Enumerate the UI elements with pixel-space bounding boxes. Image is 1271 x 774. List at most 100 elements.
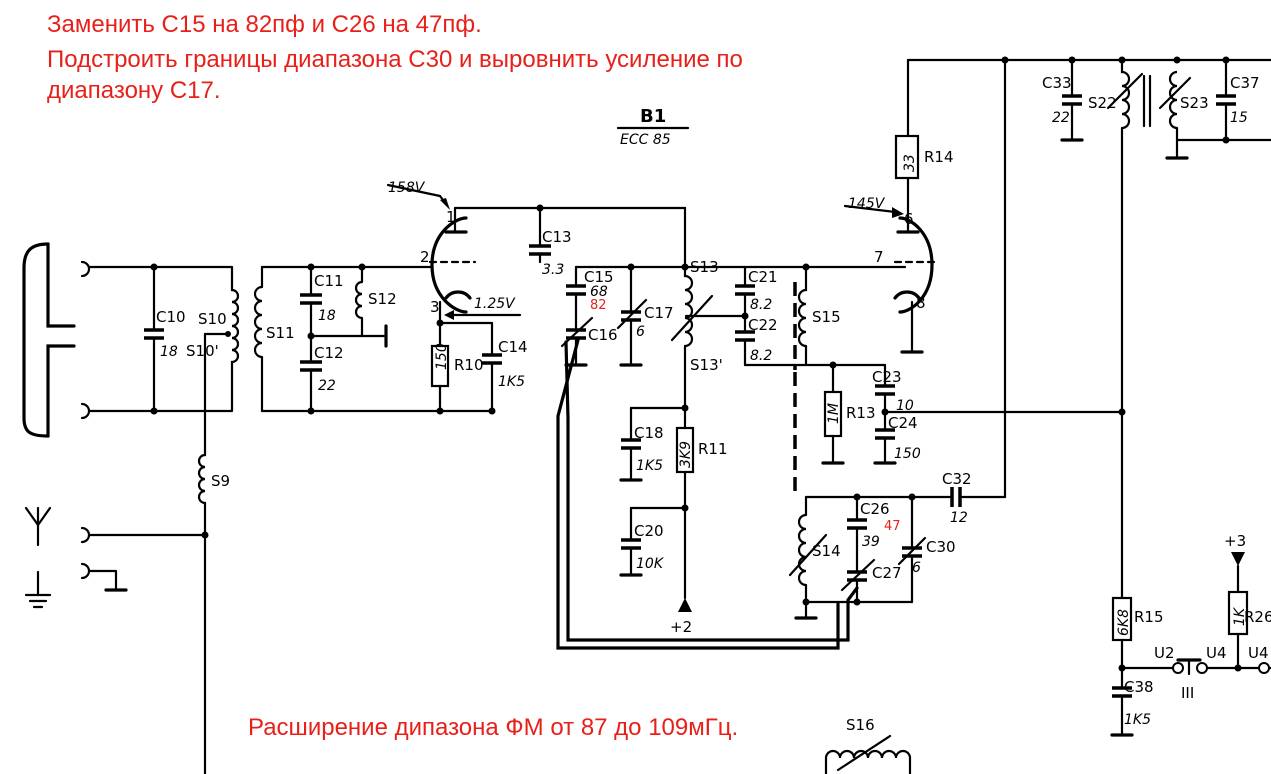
note-replace-caps: Заменить С15 на 82пф и С26 на 47пф. [47,11,482,38]
label-s11: S11 [266,324,295,342]
value-c13: 3.3 [542,262,564,278]
value-c33: 22 [1052,110,1070,126]
label-s22: S22 [1088,94,1117,112]
label-r15: R15 [1134,608,1164,626]
label-r10: R10 [454,356,484,374]
label-s23: S23 [1180,94,1209,112]
value-c30: 6 [912,560,921,576]
value-c26: 39 [862,534,880,550]
capacitor-c13 [529,204,551,264]
value-r10: 150 [434,343,450,370]
pin-2: 2 [420,248,430,266]
supply-2: +2 [670,618,692,636]
value-c37: 15 [1230,110,1248,126]
supply-3: +3 [1224,532,1246,550]
value-r13: 1M [826,403,842,424]
label-r13: R13 [846,404,876,422]
voltage-cathode: 1.25V [474,296,516,312]
coil-s16 [824,734,912,774]
label-s15: S15 [812,308,841,326]
value-c11: 18 [318,308,336,324]
label-s13-tap: S13' [690,356,723,374]
output-network [1110,552,1271,737]
value-r11: 3K9 [678,441,694,468]
note-adjust-range-cont: диапазону С17. [47,77,221,104]
value-c23: 10 [896,398,914,414]
label-r11: R11 [698,440,728,458]
pin-1: 1 [446,208,456,226]
label-s10-tap: S10' [186,342,219,360]
if-transformer [1060,58,1271,620]
label-c15: C15 [584,268,614,286]
antenna-symbol [24,506,207,609]
label-c24: C24 [888,414,918,432]
label-c26: C26 [860,500,890,518]
coupling-caps-c21-c22 [683,265,907,367]
label-c14: C14 [498,338,528,356]
label-c17: C17 [644,304,674,322]
value-c15: 68 [590,284,608,300]
label-c16: C16 [588,326,618,344]
tube-type: ECC 85 [620,132,671,148]
resistor-r14 [894,56,1271,180]
new-value-c26: 47 [884,519,901,534]
label-c37: C37 [1230,74,1260,92]
label-c22: C22 [748,316,778,334]
value-r15: 6K8 [1116,609,1132,636]
pin-6: 6 [904,210,914,228]
label-c23: C23 [872,368,902,386]
voltage-145: 145V [848,196,886,212]
value-c14: 1K5 [498,374,525,390]
label-c18: C18 [634,424,664,442]
value-c10: 18 [160,344,178,360]
value-c21: 8.2 [750,297,772,313]
label-r26: R26 [1244,608,1271,626]
label-u4-right: U4 [1248,644,1269,662]
value-c38: 1K5 [1124,712,1151,728]
value-c24: 150 [894,446,921,462]
input-tank [253,263,442,415]
grid-network [821,361,1124,465]
label-s16: S16 [846,716,875,734]
oscillator-section [788,487,1007,620]
note-fm-range: Расширение дипазона ФМ от 87 до 109мГц. [248,714,739,741]
label-s10: S10 [198,310,227,328]
capacitor-c10 [144,263,164,415]
label-u2: U2 [1154,644,1175,662]
label-s14: S14 [812,542,841,560]
voltage-158: 158V [388,180,426,196]
label-c33: C33 [1042,74,1072,92]
label-c20: C20 [634,522,664,540]
label-c10: C10 [156,308,186,326]
pin-8: 8 [916,294,926,312]
value-c17: 6 [636,324,645,340]
value-r14: 33 [902,154,918,172]
label-c27: C27 [872,564,902,582]
label-switch: III [1181,684,1194,702]
value-c22: 8.2 [750,348,772,364]
label-c13: C13 [542,228,572,246]
note-adjust-range: Подстроить границы диапазона С30 и выров… [47,46,743,73]
label-c21: C21 [748,268,778,286]
tube-name: B1 [640,106,666,127]
new-value-c15: 82 [590,298,607,313]
label-r14: R14 [924,148,954,166]
pin-7: 7 [874,248,884,266]
label-c11: C11 [314,272,344,290]
value-r26: 1K [1232,606,1248,626]
coil-s9 [197,445,209,774]
label-u4-left: U4 [1206,644,1227,662]
tube-triode-left [386,183,687,415]
value-c12: 22 [318,378,336,394]
tuning-gang-link [556,338,859,650]
bias-network [619,406,695,612]
label-s9: S9 [211,472,230,490]
label-c32: C32 [942,470,972,488]
label-c30: C30 [926,538,956,556]
label-s13: S13 [690,258,719,276]
label-s12: S12 [368,290,397,308]
antenna-terminals [80,260,234,420]
value-c18: 1K5 [636,458,663,474]
value-c32: 12 [950,510,968,526]
